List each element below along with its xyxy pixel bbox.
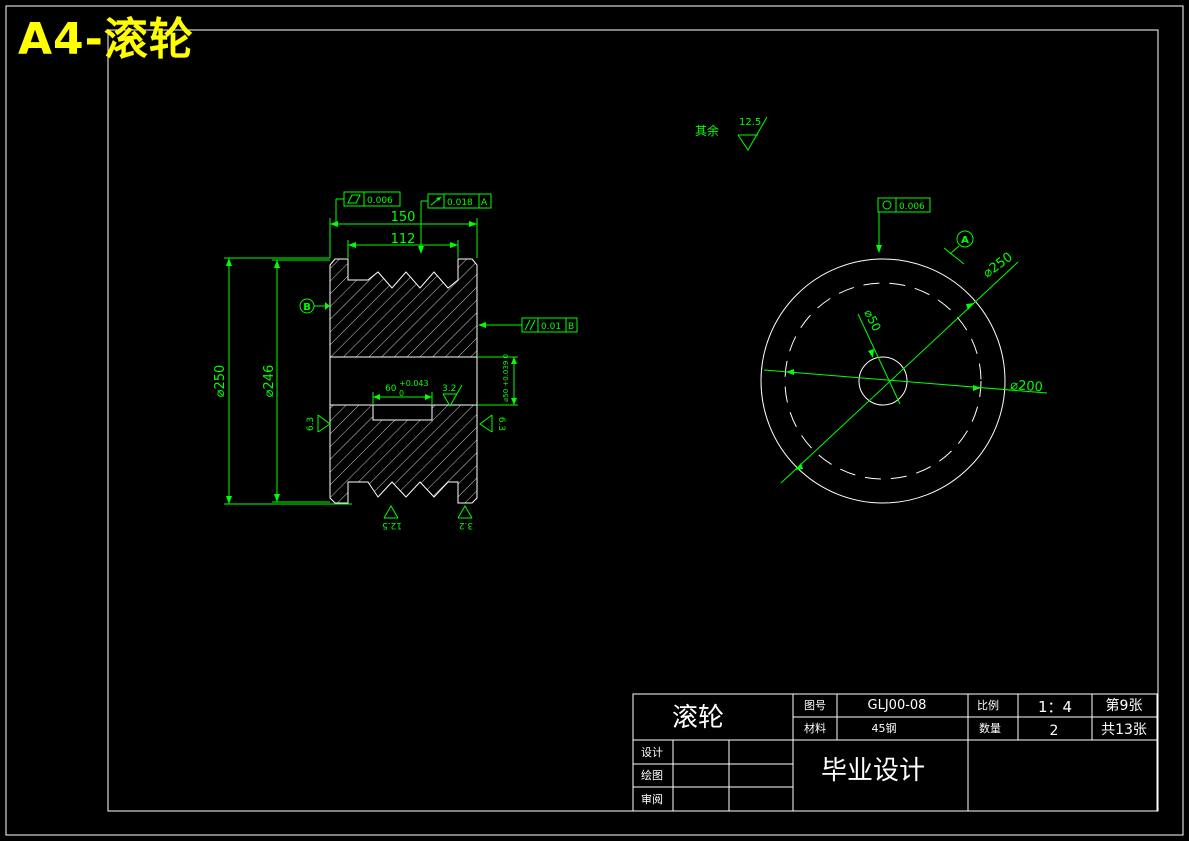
roughness-left: 6.3 (306, 414, 331, 433)
roughness-bore-value: 3.2 (442, 384, 456, 394)
part-name: 滚轮 (672, 703, 724, 733)
gtol-parallel-datum: B (568, 322, 574, 332)
dim-dia-200: ⌀200 (1010, 378, 1044, 395)
roughness-bottom-left: 12.5 (382, 505, 402, 530)
datum-b-label: B (303, 302, 311, 313)
lower-section (329, 404, 478, 504)
outer-circle (760, 258, 1006, 504)
banner-title: A4-滚轮 (18, 14, 194, 65)
dim-keyway-tol-upper: +0.043 (399, 379, 429, 388)
gtol-parallel: 0.01 B (478, 317, 578, 333)
gtol-runout: 0.018 A (418, 193, 492, 254)
gtol-flatness: 0.006 (335, 191, 401, 225)
upper-section (329, 258, 478, 358)
sheet-no: 第9张 (1106, 697, 1143, 714)
gtol-roundness: 0.006 (876, 197, 931, 253)
project-name: 毕业设计 (821, 756, 925, 786)
material-value: 45钢 (872, 722, 897, 735)
roughness-bottom-left-value: 12.5 (382, 520, 402, 530)
reviewer-label: 审阅 (641, 792, 663, 806)
datum-b: B (299, 298, 330, 314)
dim-keyway-tol-lower: 0 (399, 389, 404, 398)
roughness-other-label: 其余 (695, 123, 719, 138)
gtol-roundness-value: 0.006 (899, 202, 925, 212)
quantity-label: 数量 (979, 722, 1001, 735)
dim-dia-root: ⌀246 (262, 365, 277, 398)
material-label: 材料 (804, 721, 826, 735)
dim-dia-250: ⌀250 (981, 250, 1016, 281)
dim-dia-outer: ⌀250 (213, 365, 228, 398)
side-section-view: 150 112 0.006 0.018 A (213, 191, 578, 530)
gtol-parallel-value: 0.01 (541, 322, 561, 332)
roughness-bottom-right-value: 3.2 (459, 520, 473, 530)
sheet-total: 共13张 (1101, 722, 1147, 738)
dim-bore-tol: ⌀50 +0.039 0 (502, 354, 510, 402)
drafter-label: 绘图 (641, 768, 663, 782)
designer-label: 设计 (641, 746, 663, 759)
gtol-runout-value: 0.018 (447, 198, 473, 208)
roughness-note: 其余 12.5 (695, 116, 768, 151)
dim-width: 150 (391, 210, 416, 225)
roughness-bottom-right: 3.2 (457, 505, 473, 530)
datum-a: A (943, 230, 974, 265)
drawing-no-label: 图号 (804, 699, 826, 712)
dim-keyway: 60 (385, 384, 397, 394)
roughness-left-value: 6.3 (306, 417, 316, 431)
dim-dia-50: ⌀50 (861, 307, 883, 333)
hidden-root-circle (784, 282, 982, 480)
scale-value: 1：4 (1038, 698, 1072, 716)
outer-frame (5, 5, 1184, 836)
quantity-value: 2 (1050, 723, 1059, 739)
drawing-no: GLJ00-08 (868, 698, 927, 713)
gtol-runout-datum: A (481, 198, 488, 208)
roughness-right: 6.3 (479, 414, 506, 433)
scale-label: 比例 (977, 698, 999, 712)
title-block: 滚轮 图号 GLJ00-08 比例 1：4 第9张 材料 45钢 数量 2 共1… (632, 693, 1158, 812)
roughness-bore: 3.2 (442, 384, 463, 407)
bore-circle (858, 356, 908, 406)
roughness-other-value: 12.5 (739, 117, 761, 128)
datum-a-label: A (961, 235, 969, 246)
roughness-right-value: 6.3 (496, 417, 506, 431)
gtol-flatness-value: 0.006 (367, 196, 393, 206)
dim-inner-width: 112 (391, 232, 416, 247)
front-view: 0.006 A ⌀250 ⌀200 ⌀50 (760, 197, 1048, 504)
